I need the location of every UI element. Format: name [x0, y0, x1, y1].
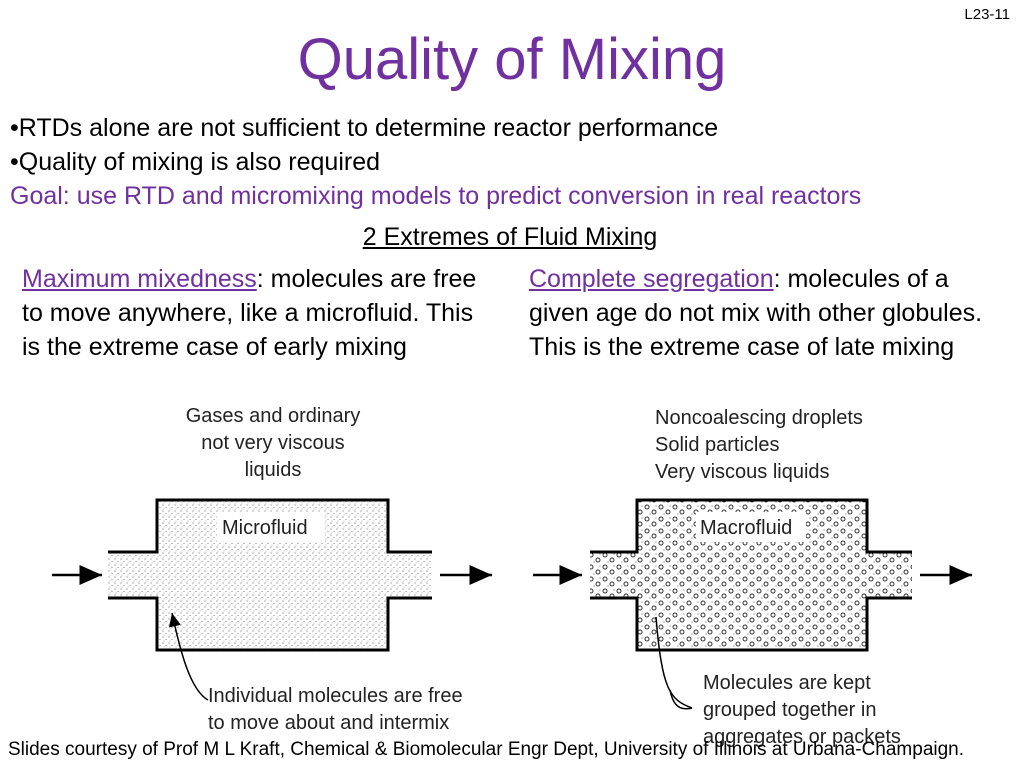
macrofluid-examples: Noncoalescing droplets Solid particles V…: [655, 405, 863, 486]
macrofluid-example-1: Noncoalescing droplets: [655, 407, 863, 429]
microfluid-label: Microfluid: [222, 517, 308, 539]
goal-statement: Goal: use RTD and micromixing models to …: [10, 182, 862, 210]
bullet-mixing-required: •Quality of mixing is also required: [10, 148, 381, 176]
macrofluid-note-line-3: aggregates or packets: [703, 726, 901, 748]
maximum-mixedness-term: Maximum mixedness: [22, 265, 257, 293]
complete-segregation-term: Complete segregation: [529, 265, 774, 293]
aggregate-pointer-bracket: [669, 689, 693, 710]
maximum-mixedness-text: Maximum mixedness: molecules are free to…: [22, 262, 492, 364]
section-subtitle: 2 Extremes of Fluid Mixing: [362, 223, 658, 251]
maximum-mixedness-description: : molecules are free to move anywhere, l…: [22, 265, 477, 361]
microfluid-vessel: Microfluid: [108, 498, 432, 652]
complete-segregation-description: : molecules of a given age do not mix wi…: [529, 265, 983, 361]
aggregate-pointer-line: [655, 616, 693, 709]
molecule-pointer-arrow: [168, 612, 209, 701]
macrofluid-note-line-1: Molecules are kept: [703, 672, 871, 694]
macrofluid-example-2: Solid particles: [655, 434, 780, 456]
macrofluid-vessel: Macrofluid: [590, 498, 912, 652]
macrofluid-note: Molecules are kept grouped together in a…: [703, 670, 901, 751]
macrofluid-example-3: Very viscous liquids: [655, 461, 830, 483]
microfluid-example-3: liquids: [244, 459, 302, 481]
microfluid-example-2: not very viscous: [201, 432, 345, 454]
macrofluid-label: Macrofluid: [700, 517, 792, 539]
bullet-rtd-insufficient: •RTDs alone are not sufficient to determ…: [10, 114, 719, 142]
macrofluid-note-line-2: grouped together in: [703, 699, 877, 721]
microfluid-examples: Gases and ordinary not very viscous liqu…: [178, 403, 368, 484]
microfluid-note-line-2: to move about and intermix: [208, 712, 450, 734]
slide-number: L23-11: [964, 6, 1010, 23]
slide-footer-credit: Slides courtesy of Prof M L Kraft, Chemi…: [8, 739, 965, 760]
microfluid-note: Individual molecules are free to move ab…: [208, 683, 463, 737]
complete-segregation-text: Complete segregation: molecules of a giv…: [529, 262, 1009, 364]
microfluid-example-1: Gases and ordinary: [185, 405, 361, 427]
microfluid-note-line-1: Individual molecules are free: [208, 685, 463, 707]
slide-title: Quality of Mixing: [297, 27, 727, 92]
